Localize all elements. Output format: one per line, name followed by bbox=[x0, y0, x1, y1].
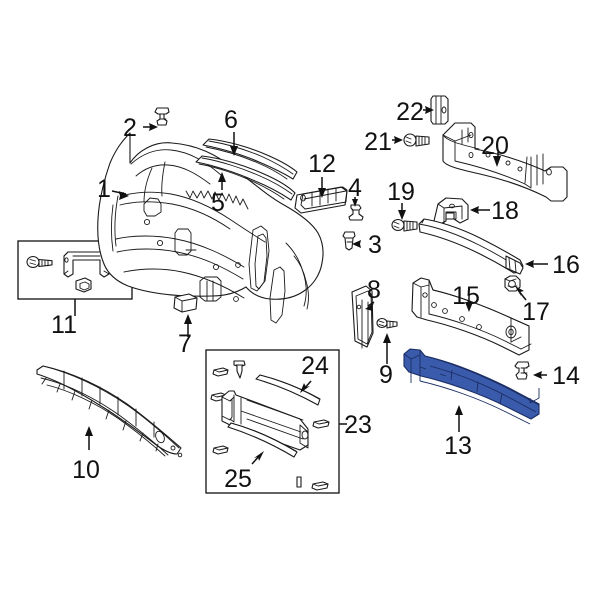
part-tie-bar-nut: 17 bbox=[504, 275, 550, 326]
part-bumper-retainer-clip: 4 bbox=[348, 174, 364, 221]
part-lower-radiator-grille: 10 bbox=[36, 365, 183, 484]
radiator-support-kit-box bbox=[205, 349, 340, 494]
part-lower-grille-molding: 5 bbox=[195, 155, 296, 217]
radiator-support-panel bbox=[221, 390, 309, 451]
callout-6: 6 bbox=[224, 106, 238, 134]
part-bumper-side-retainer: 8 bbox=[351, 276, 381, 349]
license-plate-clip bbox=[75, 277, 92, 293]
callout-17: 17 bbox=[522, 298, 550, 326]
support-pin bbox=[296, 476, 302, 488]
part-absorber-clip: 14 bbox=[514, 361, 580, 390]
callout-12: 12 bbox=[308, 150, 336, 178]
part-upper-reinforcement-bar: 20 bbox=[442, 122, 568, 202]
part-tow-eye-cap: 7 bbox=[173, 293, 198, 358]
part-bumper-absorber-highlighted: 13 bbox=[403, 348, 540, 460]
part-retainer-screw: 9 bbox=[376, 317, 398, 389]
part-reinforcement-end-cap: 22 bbox=[396, 95, 449, 126]
callout-13: 13 bbox=[444, 432, 472, 460]
license-plate-screw bbox=[26, 255, 53, 269]
part-bumper-cover-screw: 3 bbox=[342, 231, 382, 259]
group-license-plate-kit: 11 bbox=[17, 240, 133, 339]
callout-22: 22 bbox=[396, 98, 424, 126]
callout-9: 9 bbox=[379, 361, 393, 389]
callout-19: 19 bbox=[387, 178, 415, 206]
part-fog-lamp-garnish: 12 bbox=[294, 150, 348, 214]
callout-24: 24 bbox=[301, 352, 329, 380]
part-bumper-cover-clip: 2 bbox=[123, 107, 170, 142]
part-bracket-bolt: 19 bbox=[387, 178, 418, 232]
callout-3: 3 bbox=[368, 231, 382, 259]
callout-21: 21 bbox=[364, 128, 392, 156]
callout-25: 25 bbox=[224, 465, 252, 493]
callout-18: 18 bbox=[491, 197, 519, 225]
part-upper-tie-bar: 16 bbox=[418, 218, 580, 279]
callout-14: 14 bbox=[552, 362, 580, 390]
support-clip-top bbox=[233, 360, 246, 379]
callout-11: 11 bbox=[51, 311, 77, 339]
callout-5: 5 bbox=[211, 189, 225, 217]
callout-23: 23 bbox=[344, 411, 372, 439]
group-radiator-support-kit: 24 25 23 bbox=[205, 349, 372, 494]
callout-7: 7 bbox=[178, 330, 192, 358]
leader-8 bbox=[367, 301, 375, 307]
callout-4: 4 bbox=[348, 174, 362, 202]
part-upper-grille-molding: 6 bbox=[202, 106, 298, 180]
part-reinforcement-bracket: 18 bbox=[433, 197, 519, 225]
callout-20: 20 bbox=[481, 132, 509, 160]
callout-2: 2 bbox=[123, 114, 137, 142]
part-bumper-reinforcement: 15 bbox=[411, 277, 532, 356]
callout-10: 10 bbox=[72, 456, 100, 484]
callout-1: 1 bbox=[97, 175, 111, 203]
callout-15: 15 bbox=[452, 282, 480, 310]
part-reinforcement-bolt: 21 bbox=[364, 128, 430, 156]
callout-16: 16 bbox=[552, 251, 580, 279]
callout-8: 8 bbox=[367, 276, 381, 304]
